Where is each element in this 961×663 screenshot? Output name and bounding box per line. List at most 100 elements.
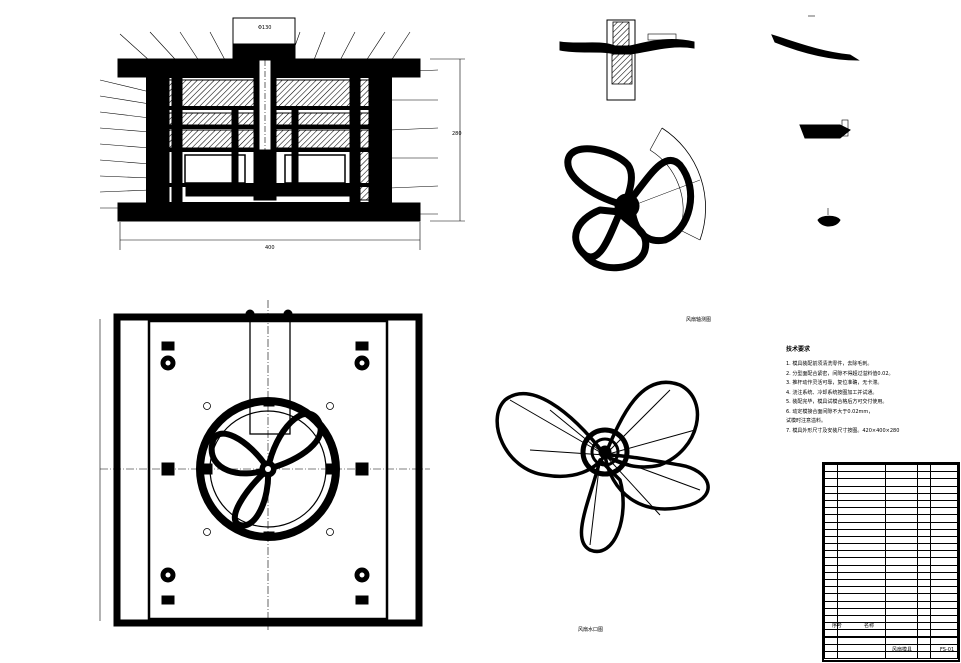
bom-row [823, 557, 958, 566]
bom-cell [837, 463, 887, 473]
bom-cell [823, 492, 839, 501]
bom-row [823, 492, 958, 501]
bom-cell [930, 514, 958, 523]
sprue-detail-view [559, 19, 695, 101]
bom-cell [885, 557, 919, 566]
bom-cell [917, 607, 932, 616]
bom-cell [885, 521, 919, 530]
bom-row [823, 543, 958, 552]
bom-cell [837, 622, 887, 631]
bom-cell [930, 571, 958, 581]
bom-cell [917, 499, 932, 509]
bom-cell [917, 586, 932, 595]
plan-view [99, 300, 430, 630]
note-line: 5. 装配完毕，模具试模合格后方可交付使用。 [786, 399, 888, 405]
bom-cell [885, 564, 919, 573]
bom-cell [823, 571, 839, 581]
bom-row [823, 578, 958, 588]
bom-row [823, 593, 958, 602]
bom-cell [917, 571, 932, 581]
bom-cell [930, 622, 958, 631]
bom-cell [823, 535, 839, 545]
bom-cell [930, 550, 958, 559]
note-line: 4. 浇注系统、冷却系统按图加工并试通。 [786, 389, 878, 396]
bom-cell [837, 607, 887, 616]
bom-cell [917, 507, 932, 516]
bom-cell [823, 528, 839, 537]
part-view-caption: 风扇轴测图 [686, 317, 712, 323]
bom-row [823, 535, 958, 545]
bom-cell [885, 471, 919, 480]
bom-cell [885, 622, 919, 631]
note-line: 2. 分型面配合紧密，间隙不得超过溢料值0.02。 [786, 370, 894, 377]
bom-row [823, 471, 958, 480]
bom-cell [917, 478, 932, 487]
bom-row [823, 600, 958, 609]
bom-cell [917, 650, 932, 660]
bom-cell [930, 607, 958, 616]
bom-row [823, 571, 958, 581]
bom-cell [930, 521, 958, 530]
bom-cell [837, 492, 887, 501]
bom-cell [823, 521, 839, 530]
bom-cell [930, 492, 958, 501]
bom-cell [837, 578, 887, 588]
note-line: 6. 动定模接合面间隙不大于0.02mm， [786, 408, 874, 415]
bom-cell [930, 593, 958, 602]
bom-cell [917, 622, 932, 631]
bom-cell [885, 499, 919, 509]
dim-width-label: 400 [265, 245, 275, 251]
bom-header-index: 序号 [832, 623, 843, 629]
bom-row [823, 507, 958, 516]
bom-row [823, 499, 958, 509]
bom-row [823, 614, 958, 624]
bom-cell [930, 557, 958, 566]
bom-cell [837, 543, 887, 552]
drawing-code: FS-01 [940, 647, 955, 653]
bom-header-name: 名称 [864, 623, 875, 629]
bom-cell [930, 650, 958, 660]
note-line: 3. 推杆动作灵活可靠，复位准确，无卡滞。 [786, 380, 883, 386]
fan-blank-view [495, 380, 710, 554]
note-line: 试模时注意溢料。 [786, 418, 827, 424]
bom-cell [837, 535, 887, 545]
bom-cell [917, 485, 932, 494]
bom-cell [823, 463, 839, 473]
title-block: 序号 名称 风扇模具 FS-01 [822, 624, 960, 662]
bom-cell [885, 607, 919, 616]
bom-row [823, 607, 958, 616]
bom-cell [823, 650, 839, 660]
bom-cell [917, 593, 932, 602]
bom-row [823, 586, 958, 595]
bom-cell [917, 564, 932, 573]
bom-cell [837, 521, 887, 530]
note-line: 1. 模具装配前须清洗零件，去除毛刺。 [786, 361, 873, 367]
dim-top-label: Φ130 [258, 25, 272, 31]
detail-views [771, 15, 860, 227]
bom-cell [823, 507, 839, 516]
bom-cell [885, 528, 919, 537]
bom-cell [917, 550, 932, 559]
bom-cell [917, 492, 932, 501]
bom-cell [823, 564, 839, 573]
bom-cell [837, 564, 887, 573]
bom-cell [837, 593, 887, 602]
dim-height-label: 280 [452, 131, 462, 137]
technical-notes: 技术要求 1. 模具装配前须清洗零件，去除毛刺。 2. 分型面配合紧密，间隙不得… [786, 344, 956, 436]
bom-cell [917, 535, 932, 545]
bom-cell [885, 514, 919, 523]
bom-cell [885, 485, 919, 494]
bom-cell [930, 600, 958, 609]
front-section-view [99, 17, 465, 250]
bom-cell [885, 578, 919, 588]
bom-cell [823, 478, 839, 487]
bom-cell [837, 586, 887, 595]
bom-cell [823, 614, 839, 624]
bom-cell [885, 593, 919, 602]
bom-row [823, 514, 958, 523]
bom-cell [837, 614, 887, 624]
bom-cell [930, 535, 958, 545]
bom-row [823, 650, 958, 660]
bom-cell [930, 499, 958, 509]
